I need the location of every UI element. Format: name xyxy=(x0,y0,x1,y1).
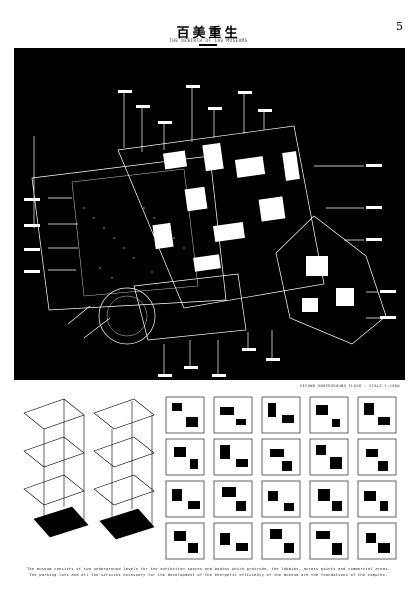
central-block-7 xyxy=(152,222,174,250)
floor-plan-caption: SECOND UNDERGROUND FLOOR · SCALE 1:1000 xyxy=(300,384,400,388)
diagram-strip xyxy=(14,393,405,565)
description-line-1: The museum consists of two underground l… xyxy=(26,567,391,571)
central-block-4 xyxy=(184,186,208,212)
central-block-6 xyxy=(213,221,245,243)
left-exhibition-hall xyxy=(31,155,227,311)
central-block-3 xyxy=(234,156,266,178)
right-wing-block-2 xyxy=(336,288,354,306)
right-wing xyxy=(275,215,387,345)
axonometric-diagram-2 xyxy=(93,398,155,540)
description-text: The museum consists of two underground l… xyxy=(8,566,409,578)
right-leader-lines xyxy=(314,165,380,319)
top-leader-lines xyxy=(123,88,265,152)
left-hall-inner-bay xyxy=(71,168,199,297)
right-wing-block-1 xyxy=(306,256,328,276)
central-block-8 xyxy=(282,151,300,181)
central-block-9 xyxy=(193,254,221,272)
round-lobby-inner-ring xyxy=(106,295,148,337)
page-number: 5 xyxy=(396,20,403,33)
central-block-1 xyxy=(162,150,188,170)
central-block-2 xyxy=(202,142,224,172)
page-subtitle: THE REBIRTH OF 100 MUSEUMS xyxy=(169,38,248,43)
floor-plan-panel xyxy=(14,48,405,380)
diagram-drawing xyxy=(23,396,397,560)
bottom-leader-lines xyxy=(163,330,273,374)
central-complex xyxy=(117,125,325,309)
right-wing-block-3 xyxy=(302,298,318,312)
left-leader-lines xyxy=(33,136,111,339)
central-block-5 xyxy=(258,196,286,222)
round-lobby xyxy=(98,287,156,345)
title-divider xyxy=(199,44,217,46)
description-line-2: The parking lots and all the services ne… xyxy=(29,573,388,577)
floor-plan-drawing xyxy=(24,85,396,377)
plan-thumbnail-grid xyxy=(165,396,397,560)
page-title: 百美重生 xyxy=(176,26,241,41)
axonometric-diagram-1 xyxy=(23,398,89,538)
lower-pavilion xyxy=(133,273,247,341)
